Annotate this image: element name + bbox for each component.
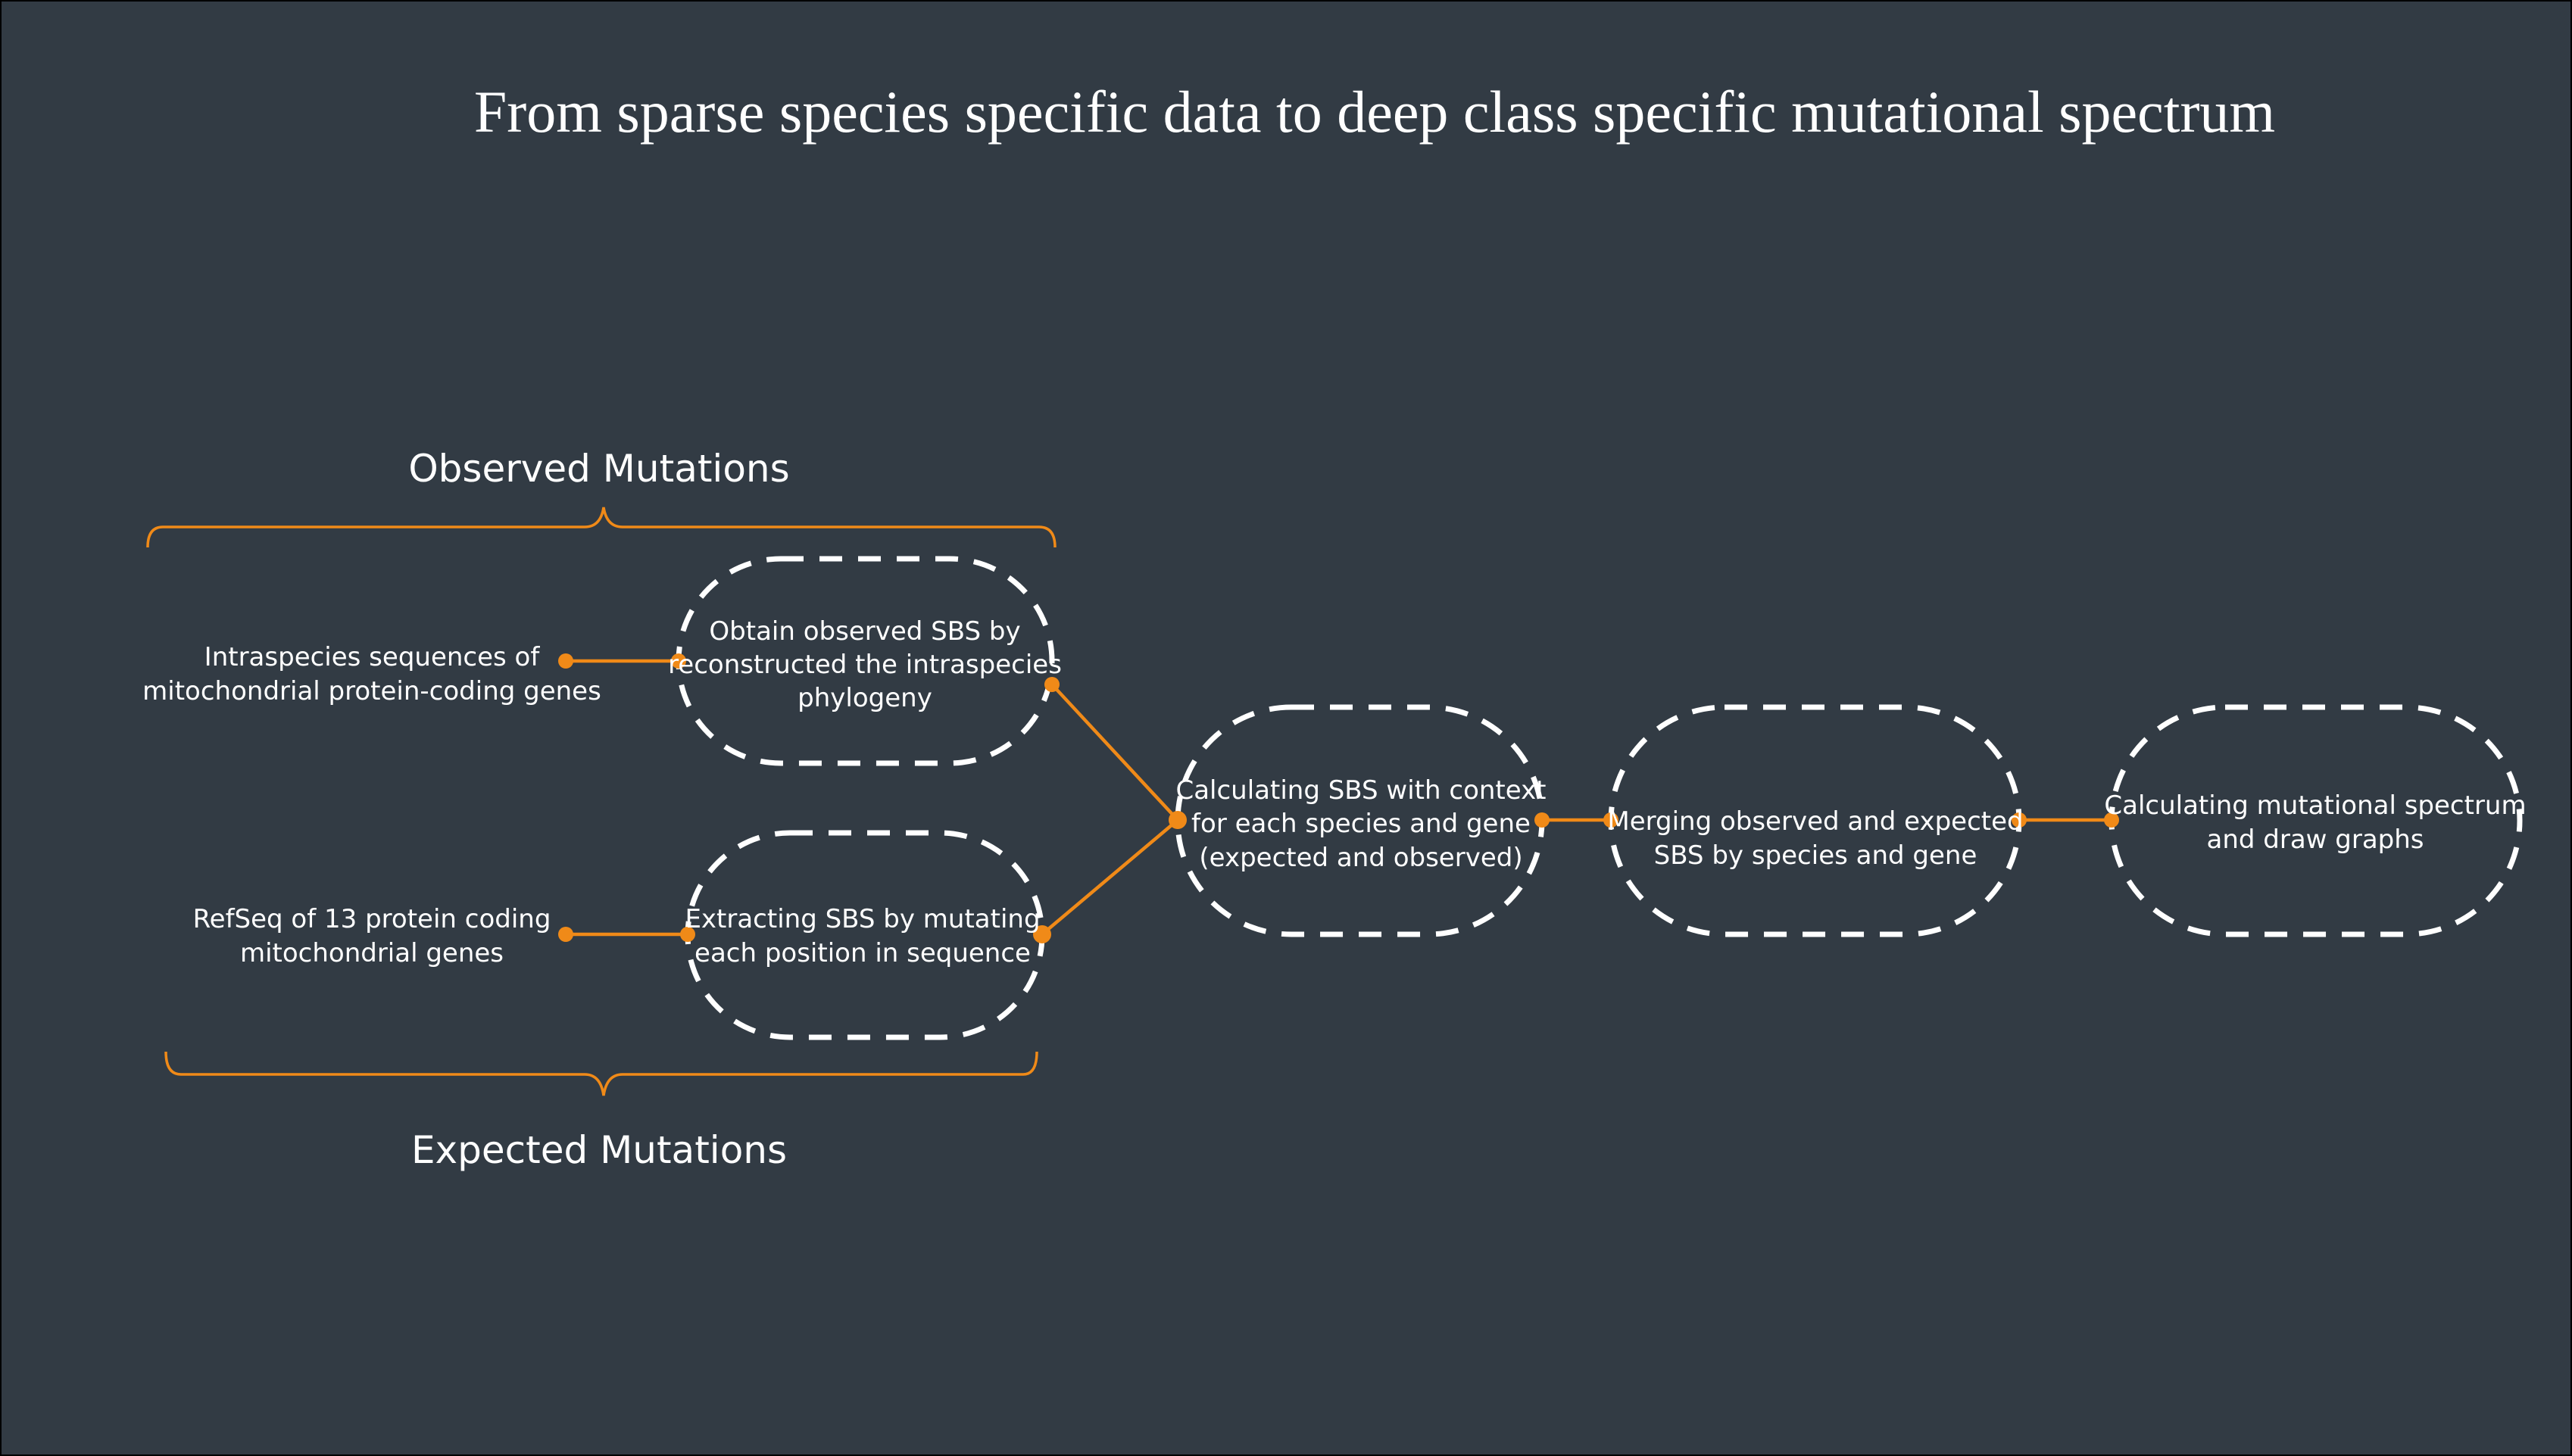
port-merge-in (1603, 812, 1618, 828)
port-expected-out (1033, 925, 1051, 943)
port-spectrum-in (2104, 812, 2119, 828)
refseq-input-line2: mitochondrial genes (240, 938, 504, 968)
context-sbs-line2: for each species and gene (1191, 809, 1531, 839)
port-expected-in (680, 927, 695, 942)
refseq-input-line1: RefSeq of 13 protein coding (193, 904, 551, 934)
spectrum-line2: and draw graphs (2206, 825, 2424, 855)
context-sbs-line3: (expected and observed) (1199, 843, 1522, 873)
intraspecies-input-line2: mitochondrial protein-coding genes (142, 676, 601, 706)
context-sbs-line1: Calculating SBS with context (1175, 775, 1546, 806)
merge-line2: SBS by species and gene (1654, 840, 1977, 871)
port-observed-out (1044, 677, 1060, 692)
expected-brace (164, 1051, 1038, 1096)
expected-sbs-line1: Extracting SBS by mutating (685, 904, 1040, 934)
expected-sbs-step (685, 830, 1045, 1040)
edge-observed-to-context (1050, 683, 1179, 822)
port-merge-out (2012, 812, 2027, 828)
port-observed-in (671, 653, 686, 669)
edge-expected-to-context (1041, 818, 1179, 936)
spectrum-step (2108, 704, 2523, 937)
observed-sbs-line3: phylogeny (798, 683, 932, 713)
spectrum-line1: Calculating mutational spectrum (2104, 790, 2526, 821)
observed-brace (146, 507, 1057, 548)
expected-sbs-line2: each position in sequence (695, 938, 1031, 968)
port-context-out (1534, 812, 1550, 828)
merge-line1: Merging observed and expected (1607, 806, 2023, 837)
port-refseq-out (558, 927, 573, 942)
intraspecies-input-line1: Intraspecies sequences of (204, 642, 541, 672)
observed-sbs-line2: reconstructed the intraspecies (668, 650, 1062, 680)
diagram-title: From sparse species specific data to dee… (474, 79, 2275, 145)
port-context-in (1169, 811, 1187, 829)
observed-mutations-label: Observed Mutations (408, 447, 789, 491)
port-intraspecies-out (558, 653, 573, 669)
observed-sbs-line1: Obtain observed SBS by (709, 616, 1020, 647)
expected-mutations-label: Expected Mutations (411, 1128, 787, 1172)
